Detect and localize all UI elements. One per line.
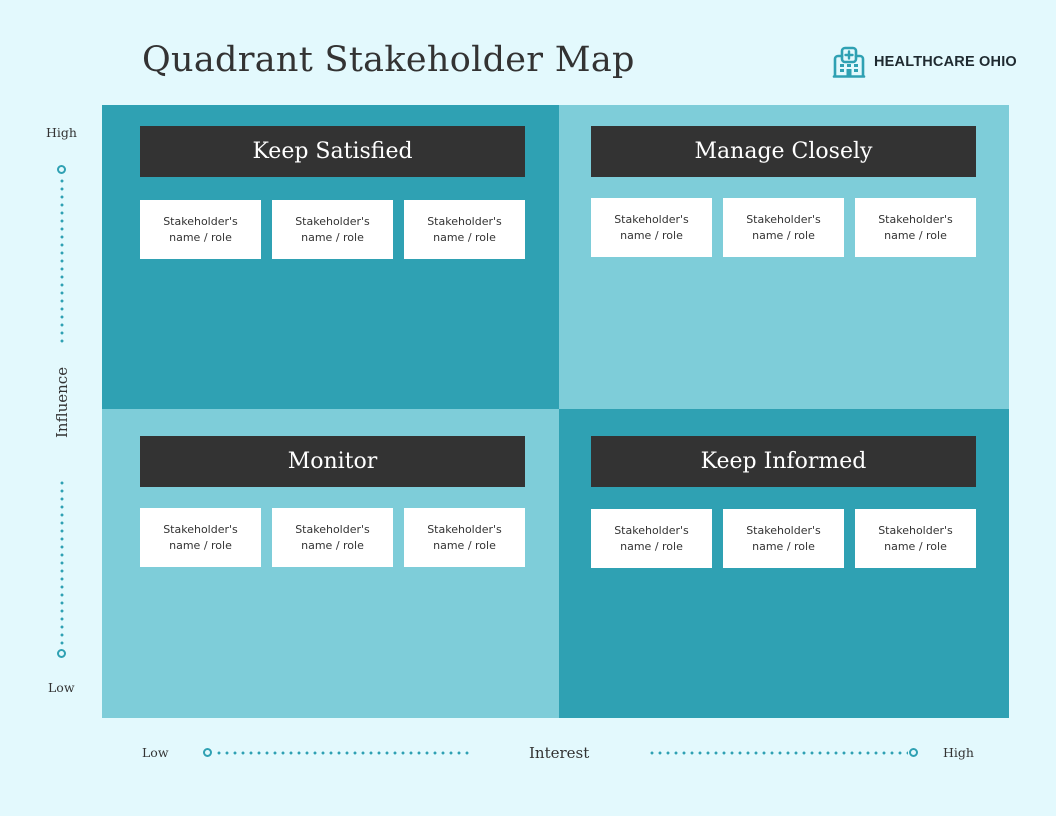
x-axis-dotted-line-left — [215, 751, 469, 755]
x-axis-low-label: Low — [142, 745, 169, 760]
y-axis-low-label: Low — [48, 680, 75, 695]
x-axis-right-marker-icon — [909, 748, 918, 757]
quadrant-title: Keep Satisfied — [140, 126, 525, 177]
y-axis-bottom-marker-icon — [57, 649, 66, 658]
page-title: Quadrant Stakeholder Map — [142, 40, 635, 80]
y-axis-dotted-line-upper — [60, 177, 64, 343]
quadrant-title: Keep Informed — [591, 436, 976, 487]
quadrant-title: Manage Closely — [591, 126, 976, 177]
brand-name: HEALTHCARE OHIO — [874, 54, 1017, 70]
hospital-icon — [832, 46, 866, 78]
y-axis-title: Influence — [53, 366, 71, 438]
x-axis-high-label: High — [943, 745, 974, 760]
x-axis-dotted-line-right — [648, 751, 908, 755]
x-axis-left-marker-icon — [203, 748, 212, 757]
y-axis-high-label: High — [46, 125, 77, 140]
brand-logo: HEALTHCARE OHIO — [832, 45, 1017, 79]
x-axis-title: Interest — [529, 744, 590, 762]
quadrant-title: Monitor — [140, 436, 525, 487]
y-axis-dotted-line-lower — [60, 479, 64, 645]
y-axis-top-marker-icon — [57, 165, 66, 174]
